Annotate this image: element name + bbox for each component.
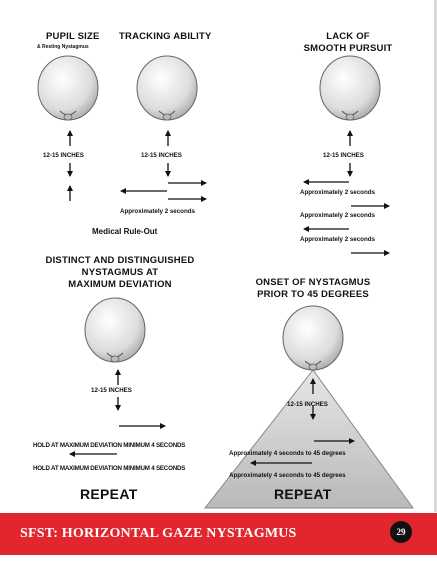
max-deviation-title-1: DISTINCT AND DISTINGUISHED: [45, 255, 195, 266]
onset-distance: 12-15 INCHES: [287, 401, 328, 408]
page-edge: [434, 0, 437, 512]
pupil-size-distance: 12-15 INCHES: [43, 152, 84, 159]
max-deviation-hold-1: HOLD AT MAXIMUM DEVIATION MINIMUM 4 SECO…: [33, 442, 186, 449]
smooth-pursuit-duration-3: Approximately 2 seconds: [300, 236, 375, 243]
pupil-size-subtitle: & Resting Nystagmus: [37, 44, 89, 50]
smooth-pursuit-title-2: SMOOTH PURSUIT: [303, 43, 393, 54]
tracking-distance: 12-15 INCHES: [141, 152, 182, 159]
onset-duration-2: Approximately 4 seconds to 45 degrees: [229, 472, 346, 479]
max-deviation-title-2: NYSTAGMUS AT: [81, 267, 159, 278]
footer-title: SFST: HORIZONTAL GAZE NYSTAGMUS: [20, 526, 297, 541]
head-tracking: [136, 55, 198, 121]
max-deviation-hold-2: HOLD AT MAXIMUM DEVIATION MINIMUM 4 SECO…: [33, 465, 186, 472]
onset-repeat: REPEAT: [274, 486, 332, 502]
smooth-pursuit-duration-1: Approximately 2 seconds: [300, 189, 375, 196]
onset-duration-1: Approximately 4 seconds to 45 degrees: [229, 450, 346, 457]
head-pupil-size: [37, 55, 99, 121]
footer-bar: SFST: HORIZONTAL GAZE NYSTAGMUS: [0, 513, 437, 555]
medical-rule-out-label: Medical Rule-Out: [92, 227, 158, 236]
max-deviation-title-3: MAXIMUM DEVIATION: [68, 279, 172, 290]
tracking-title: TRACKING ABILITY: [119, 31, 212, 42]
pupil-size-title: PUPIL SIZE: [46, 31, 100, 42]
max-deviation-repeat: REPEAT: [80, 486, 138, 502]
smooth-pursuit-duration-2: Approximately 2 seconds: [300, 212, 375, 219]
page-number-badge: 29: [390, 521, 412, 543]
onset-title-2: PRIOR TO 45 DEGREES: [257, 289, 369, 300]
max-deviation-distance: 12-15 INCHES: [91, 387, 132, 394]
head-onset: [282, 305, 344, 371]
onset-title-1: ONSET OF NYSTAGMUS: [255, 277, 371, 288]
tracking-duration: Approximately 2 seconds: [120, 208, 195, 215]
head-smooth-pursuit: [319, 55, 381, 121]
head-max-deviation: [84, 297, 146, 363]
smooth-pursuit-distance: 12-15 INCHES: [323, 152, 364, 159]
onset-triangle: [203, 369, 414, 509]
smooth-pursuit-title-1: LACK OF: [326, 31, 370, 42]
